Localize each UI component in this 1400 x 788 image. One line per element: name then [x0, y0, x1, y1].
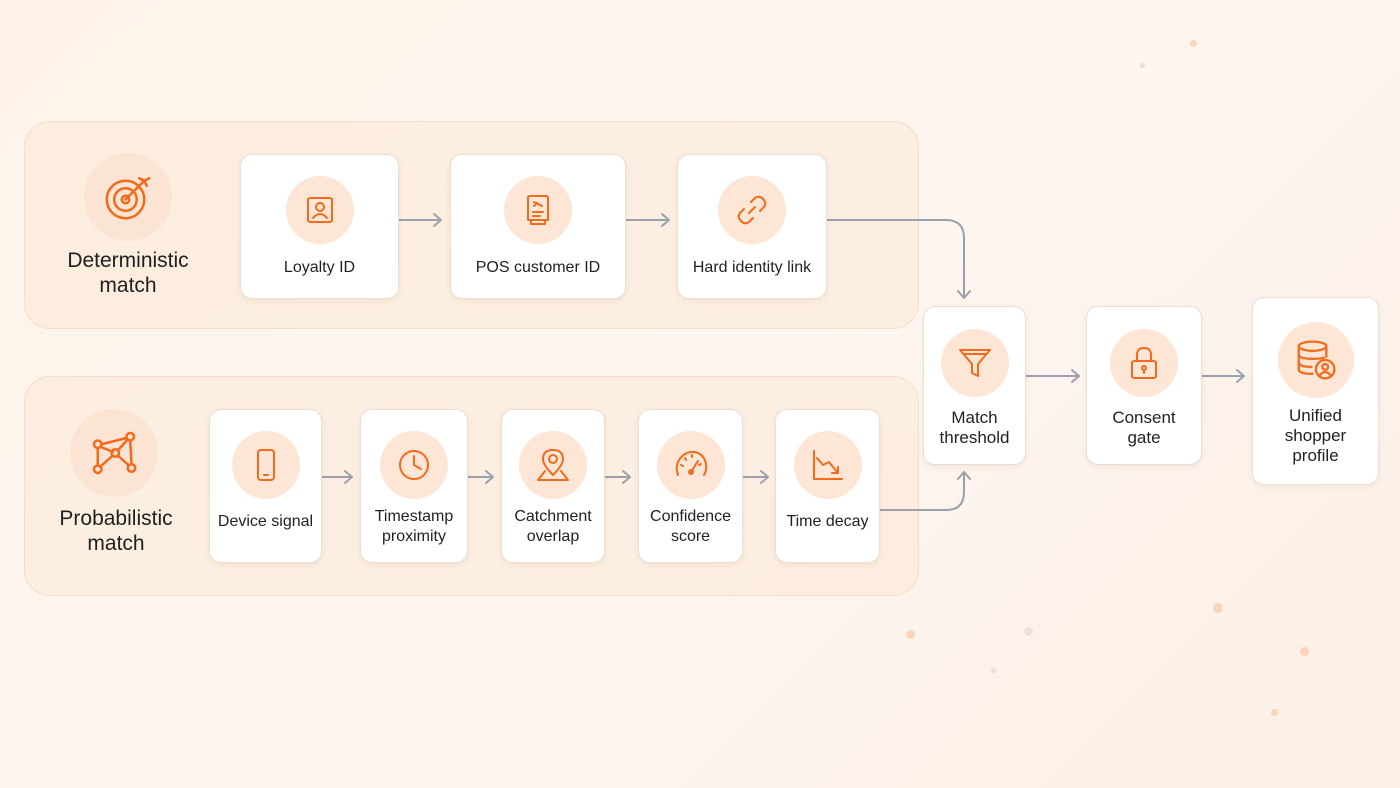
probabilistic-lane-label: Probabilistic match [36, 506, 196, 556]
icon-circle [1277, 322, 1354, 398]
arrow-confidence-to-decay [742, 470, 769, 484]
stage-label: Consent gate [1091, 408, 1197, 448]
trend-down-icon [812, 450, 843, 480]
step-catchment-overlap[interactable]: Catchment overlap [501, 409, 605, 563]
step-label: Confidence score [643, 507, 738, 547]
step-label-line: overlap [526, 528, 580, 545]
step-label: Hard identity link [692, 259, 812, 276]
arrow-threshold-to-consent [1025, 369, 1080, 383]
deterministic-icon-circle [84, 153, 172, 241]
stage-label-line: shopper [1284, 426, 1347, 445]
deterministic-lane-label: Deterministic match [48, 248, 208, 298]
database-user-icon [1297, 340, 1336, 380]
id-badge-icon [306, 197, 333, 223]
step-hard-identity-link[interactable]: Hard identity link [677, 154, 827, 299]
icon-circle [519, 431, 587, 499]
stage-label-line: Match [951, 408, 998, 427]
clock-icon [399, 450, 429, 480]
stage-consent-gate[interactable]: Consent gate [1086, 306, 1202, 465]
arrow-loyalty-to-pos [398, 213, 442, 227]
lane-label-line: match [87, 532, 145, 555]
link-icon [737, 195, 767, 225]
gauge-icon [675, 450, 707, 476]
step-label: Time decay [780, 512, 875, 532]
target-icon [105, 177, 151, 220]
step-pos-customer-id[interactable]: POS customer ID [450, 154, 626, 299]
icon-circle [231, 431, 300, 499]
icon-circle [285, 176, 354, 244]
decor-dot [1300, 647, 1309, 656]
stage-match-threshold[interactable]: Match threshold [923, 306, 1026, 465]
icon-circle [504, 176, 572, 244]
probabilistic-lane [24, 376, 919, 596]
step-label-line: Timestamp [374, 508, 454, 525]
step-confidence-score[interactable]: Confidence score [638, 409, 743, 563]
step-device-signal[interactable]: Device signal [209, 409, 322, 563]
stage-unified-shopper-profile[interactable]: Unified shopper profile [1252, 297, 1379, 485]
decor-dot [991, 668, 996, 673]
smartphone-icon [256, 449, 275, 481]
step-time-decay[interactable]: Time decay [775, 409, 880, 563]
stage-label-line: profile [1292, 446, 1339, 465]
step-label-line: score [670, 528, 711, 545]
decor-dot [1213, 603, 1223, 613]
map-pin-icon [537, 449, 569, 481]
network-icon [92, 431, 137, 475]
step-label: POS customer ID [475, 259, 601, 276]
step-label-line: Confidence [650, 508, 731, 525]
stage-label-line: threshold [939, 428, 1010, 447]
step-label-line: proximity [381, 528, 446, 545]
receipt-icon [527, 195, 549, 225]
arrow-pos-to-hardlink [625, 213, 670, 227]
step-label: Timestamp proximity [365, 507, 463, 547]
stage-label-line: Consent [1112, 408, 1176, 427]
step-label-line: Time decay [786, 513, 869, 530]
decor-dot [1190, 40, 1197, 47]
stage-label: Unified shopper profile [1257, 406, 1374, 466]
arrow-hardlink-to-threshold [825, 219, 971, 299]
step-label-line: Device signal [217, 513, 314, 530]
stage-label-line: Unified [1289, 406, 1342, 425]
icon-circle [718, 176, 786, 244]
decor-dot [1024, 627, 1033, 636]
arrow-timestamp-to-catchment [467, 470, 494, 484]
decor-dot [1140, 63, 1145, 68]
step-label: Catchment overlap [506, 507, 600, 547]
icon-circle [656, 431, 725, 499]
arrow-decay-to-threshold [878, 471, 971, 511]
icon-circle [940, 329, 1009, 397]
step-loyalty-id[interactable]: Loyalty ID [240, 154, 399, 299]
lane-label-line: Deterministic [67, 249, 189, 272]
lane-label-line: Probabilistic [59, 507, 173, 530]
step-label-line: Catchment [514, 508, 592, 525]
arrow-catchment-to-confidence [604, 470, 631, 484]
arrow-device-to-timestamp [320, 470, 353, 484]
icon-circle [793, 431, 862, 499]
probabilistic-icon-circle [70, 409, 158, 497]
step-label: Device signal [214, 512, 317, 532]
icon-circle [1110, 329, 1178, 397]
stage-label: Match threshold [928, 408, 1021, 448]
decor-dot [1271, 709, 1278, 716]
icon-circle [380, 431, 448, 499]
lock-icon [1131, 347, 1157, 379]
decor-dot [906, 630, 915, 639]
filter-icon [958, 349, 991, 377]
lane-label-line: match [99, 274, 157, 297]
arrow-consent-to-profile [1201, 369, 1245, 383]
stage-label-line: gate [1127, 428, 1161, 447]
step-label: Loyalty ID [283, 259, 356, 276]
step-timestamp-proximity[interactable]: Timestamp proximity [360, 409, 468, 563]
